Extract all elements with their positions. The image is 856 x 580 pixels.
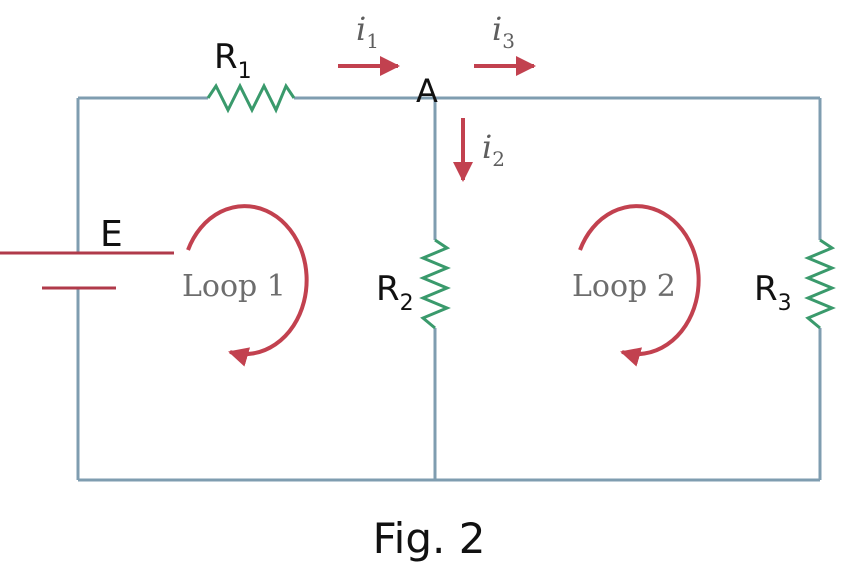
svg-text:i3: i3 [492,10,515,53]
i3-subscript: 3 [502,29,515,53]
i1-label: i [356,10,366,48]
resistor-r2 [419,238,451,330]
r2-label: R [376,269,400,309]
resistor-r1 [206,82,296,114]
svg-text:i1: i1 [356,10,379,53]
svg-text:R1: R1 [214,37,252,84]
loop2-label: Loop 2 [572,269,676,304]
loop1-label: Loop 1 [182,269,286,304]
source-e-label: E [100,214,123,255]
loop1-arrow [186,204,309,367]
i1-subscript: 1 [366,29,379,53]
wires [76,96,822,482]
r1-label: R [214,37,238,77]
i2-subscript: 2 [492,147,505,171]
r1-subscript: 1 [238,59,252,84]
svg-text:i2: i2 [482,128,505,171]
node-a-label: A [416,72,438,110]
i3-label: i [492,10,502,48]
r3-label: R [754,269,778,309]
r3-subscript: 3 [778,291,792,316]
resistor-r3 [804,238,836,330]
i2-label: i [482,128,492,166]
loop2-arrow [578,204,701,367]
svg-text:R2: R2 [376,269,414,316]
figure-caption: Fig. 2 [373,514,486,563]
r2-subscript: 2 [400,291,414,316]
battery-e [0,251,174,290]
svg-text:R3: R3 [754,269,792,316]
